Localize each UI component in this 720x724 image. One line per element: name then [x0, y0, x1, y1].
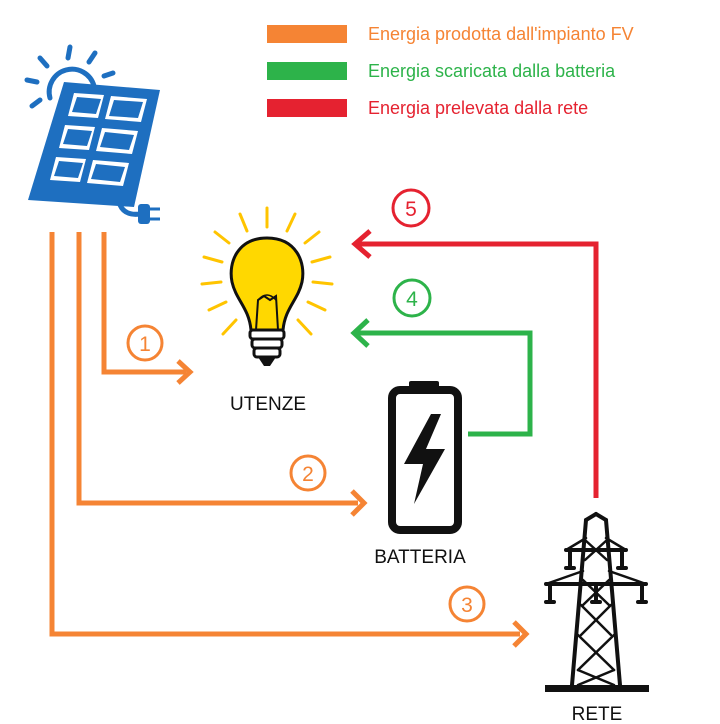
flow-number-3: 3	[461, 594, 473, 617]
flow-arrowhead-4	[350, 318, 370, 348]
battery-label: BATTERIA	[374, 547, 466, 568]
grid-label: RETE	[572, 704, 623, 724]
flow-line-1	[101, 232, 186, 375]
flow-badges: 1 2 3 4 5	[126, 188, 486, 623]
legend-label-battery: Energia scaricata dalla batteria	[368, 61, 616, 81]
legend-swatch-battery	[267, 62, 347, 80]
flow-badge-1: 1	[126, 324, 164, 362]
power-pylon-icon	[544, 512, 649, 692]
flow-badge-2: 2	[289, 454, 327, 492]
battery-icon	[388, 381, 462, 534]
flow-line-3	[49, 232, 520, 637]
flow-arrowhead-2	[350, 489, 368, 517]
flow-line-4	[356, 330, 533, 437]
flow-line-2	[76, 232, 358, 506]
legend-swatch-pv	[267, 25, 347, 43]
flow-badge-4: 4	[392, 278, 432, 318]
flow-number-4: 4	[406, 288, 418, 311]
loads-label: UTENZE	[230, 394, 306, 415]
legend: Energia prodotta dall'impianto FV Energi…	[267, 24, 634, 118]
legend-label-pv: Energia prodotta dall'impianto FV	[368, 24, 634, 44]
flow-number-5: 5	[405, 198, 417, 221]
lightbulb-icon	[200, 206, 334, 366]
flow-line-5	[356, 241, 599, 498]
flow-arrowhead-3	[512, 620, 530, 648]
legend-label-grid: Energia prelevata dalla rete	[368, 98, 588, 118]
flow-number-2: 2	[302, 463, 314, 486]
flow-number-1: 1	[139, 333, 151, 356]
flow-arrowhead-1	[176, 359, 194, 385]
flow-arrowhead-5	[351, 229, 372, 259]
flow-lines	[49, 229, 599, 648]
legend-swatch-grid	[267, 99, 347, 117]
solar-panel-icon	[24, 44, 160, 224]
flow-badge-5: 5	[391, 188, 431, 228]
flow-badge-3: 3	[448, 585, 486, 623]
